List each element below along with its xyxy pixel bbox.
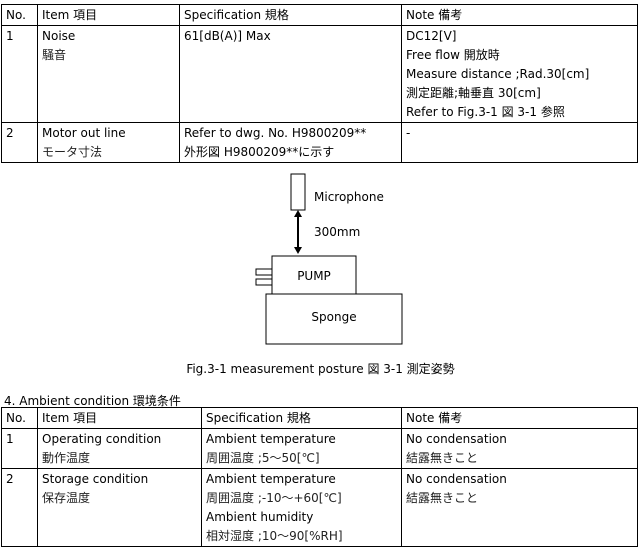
pump-port-bottom xyxy=(255,278,273,286)
note-line: Measure distance ;Rad.30[cm] xyxy=(406,67,590,81)
item-en: Operating condition xyxy=(42,432,162,446)
row-spec: Refer to dwg. No. H9800209** 外形図 H980020… xyxy=(179,122,402,163)
header-spec: Specification 規格 xyxy=(201,407,402,429)
header-item: Item 項目 xyxy=(37,4,180,26)
row-item: Operating condition 動作温度 xyxy=(37,428,202,469)
header-no: No. xyxy=(1,4,38,26)
note-line: 結露無きこと xyxy=(406,451,479,465)
note-line: - xyxy=(406,126,411,140)
row-note: No condensation 結露無きこと xyxy=(401,428,638,469)
spec-line: Refer to dwg. No. H9800209** xyxy=(184,126,367,140)
spec-line: Ambient temperature xyxy=(206,432,336,446)
table-header-row: No. Item 項目 Specification 規格 Note 備考 xyxy=(1,407,638,429)
note-line: 測定距離;軸垂直 30[cm] xyxy=(406,86,541,100)
row-spec: 61[dB(A)] Max xyxy=(179,25,402,123)
row-item: Noise 騒音 xyxy=(37,25,180,123)
measurement-posture-figure: Microphone 300mm PUMP Sponge xyxy=(255,173,403,345)
item-en: Motor out line xyxy=(42,126,126,140)
sponge-shape xyxy=(265,293,403,345)
distance-label: 300mm xyxy=(314,225,360,239)
pump-port-top xyxy=(255,268,273,276)
item-ja: モータ寸法 xyxy=(42,145,103,159)
row-no: 2 xyxy=(1,122,38,163)
table-row: 1 Noise 騒音 61[dB(A)] Max DC12[V] Free fl… xyxy=(1,25,638,123)
spec-line: 外形図 H9800209**に示す xyxy=(184,145,335,159)
arrow-head-up xyxy=(294,210,302,217)
spec-line: Ambient temperature xyxy=(206,472,336,486)
row-note: DC12[V] Free flow 開放時 Measure distance ;… xyxy=(401,25,638,123)
item-ja: 動作温度 xyxy=(42,451,91,465)
item-ja: 保存温度 xyxy=(42,491,91,505)
header-item: Item 項目 xyxy=(37,407,202,429)
header-note: Note 備考 xyxy=(401,4,638,26)
spec-line: 周囲温度 ;5～50[℃] xyxy=(206,451,320,465)
note-line: No condensation xyxy=(406,472,507,486)
item-en: Storage condition xyxy=(42,472,149,486)
row-spec: Ambient temperature 周囲温度 ;5～50[℃] xyxy=(201,428,402,469)
sponge-label: Sponge xyxy=(311,310,356,324)
item-en: Noise xyxy=(42,29,76,43)
microphone-label: Microphone xyxy=(314,190,384,204)
spec-line: Ambient humidity xyxy=(206,510,314,524)
pump-label: PUMP xyxy=(297,269,331,283)
figure-caption: Fig.3-1 measurement posture 図 3-1 測定姿勢 xyxy=(186,362,455,376)
row-note: - xyxy=(401,122,638,163)
table-header-row: No. Item 項目 Specification 規格 Note 備考 xyxy=(1,4,638,26)
row-note: No condensation 結露無きこと xyxy=(401,468,638,547)
row-item: Motor out line モータ寸法 xyxy=(37,122,180,163)
row-item: Storage condition 保存温度 xyxy=(37,468,202,547)
header-note: Note 備考 xyxy=(401,407,638,429)
section-title: 4. Ambient condition 環境条件 xyxy=(4,394,181,408)
spec-line: 相対湿度 ;10～90[%RH] xyxy=(206,529,343,543)
header-spec: Specification 規格 xyxy=(179,4,402,26)
note-line: Refer to Fig.3-1 図 3-1 参照 xyxy=(406,105,565,119)
table-row: 2 Motor out line モータ寸法 Refer to dwg. No.… xyxy=(1,122,638,163)
row-spec: Ambient temperature 周囲温度 ;-10～+60[℃] Amb… xyxy=(201,468,402,547)
microphone-shape xyxy=(290,173,306,211)
pump-shape xyxy=(271,255,357,295)
note-line: DC12[V] xyxy=(406,29,457,43)
row-no: 1 xyxy=(1,428,38,469)
arrow-head-down xyxy=(294,247,302,254)
spec-table-ambient: No. Item 項目 Specification 規格 Note 備考 1 O… xyxy=(1,407,638,547)
item-ja: 騒音 xyxy=(42,48,67,62)
spec-line: 周囲温度 ;-10～+60[℃] xyxy=(206,491,342,505)
row-no: 2 xyxy=(1,468,38,547)
spec-line: 61[dB(A)] Max xyxy=(184,29,271,43)
row-no: 1 xyxy=(1,25,38,123)
header-no: No. xyxy=(1,407,38,429)
spec-table-noise: No. Item 項目 Specification 規格 Note 備考 1 N… xyxy=(1,4,638,163)
note-line: No condensation xyxy=(406,432,507,446)
table-row: 1 Operating condition 動作温度 Ambient tempe… xyxy=(1,428,638,469)
note-line: Free flow 開放時 xyxy=(406,48,500,62)
table-row: 2 Storage condition 保存温度 Ambient tempera… xyxy=(1,468,638,547)
note-line: 結露無きこと xyxy=(406,491,479,505)
